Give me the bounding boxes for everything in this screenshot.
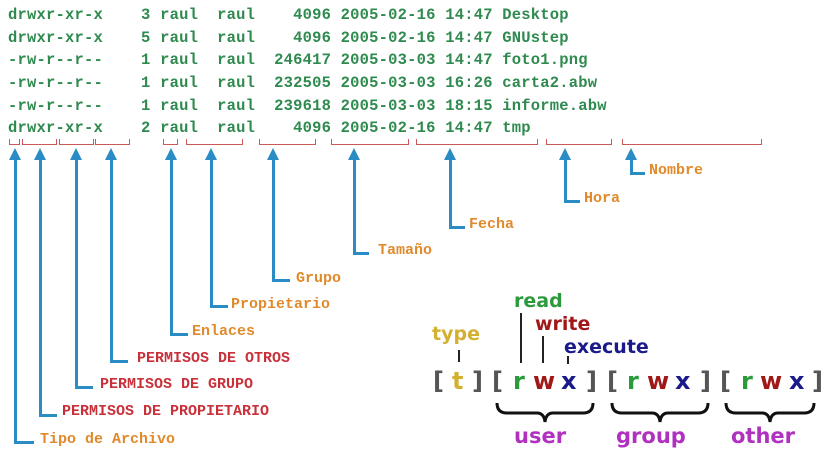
scope-group: group bbox=[616, 424, 686, 448]
arrow-up-icon bbox=[70, 148, 82, 160]
label-enlaces: Enlaces bbox=[192, 323, 256, 340]
label-permisos-propietario: PERMISOS DE PROPIETARIO bbox=[62, 403, 270, 420]
bracket-open: [ bbox=[492, 367, 503, 395]
read-char: r bbox=[513, 367, 525, 395]
type-char: t bbox=[452, 367, 464, 395]
scope-other: other bbox=[731, 424, 796, 448]
arrow-up-icon bbox=[205, 148, 217, 160]
arrow-elbow bbox=[272, 279, 290, 282]
listing-row: -rw-r--r-- 1 raul raul 239618 2005-03-03… bbox=[8, 97, 607, 115]
arrow-elbow bbox=[75, 386, 93, 389]
arrow-elbow bbox=[39, 414, 57, 417]
legend-type: type bbox=[432, 323, 480, 345]
arrow-line bbox=[39, 158, 42, 417]
arrow-elbow bbox=[564, 200, 580, 203]
bracket-open: [ bbox=[720, 367, 731, 395]
bracket-date bbox=[416, 139, 538, 145]
arrow-up-icon bbox=[9, 148, 21, 160]
arrow-elbow bbox=[110, 360, 128, 363]
execute-char: x bbox=[561, 367, 577, 395]
read-char: r bbox=[741, 367, 753, 395]
arrow-line bbox=[210, 158, 213, 308]
bracket-other-perms bbox=[95, 139, 130, 145]
legend-read: read bbox=[514, 290, 563, 312]
bracket-close: ] bbox=[472, 367, 483, 395]
arrow-elbow bbox=[170, 333, 188, 336]
legend-execute: execute bbox=[564, 336, 649, 358]
tick-line bbox=[542, 336, 544, 363]
write-char: w bbox=[760, 367, 783, 395]
bracket-open: [ bbox=[607, 367, 618, 395]
arrow-line bbox=[75, 158, 78, 389]
arrow-elbow bbox=[14, 441, 34, 444]
listing-row: -rw-r--r-- 1 raul raul 246417 2005-03-03… bbox=[8, 51, 588, 69]
listing-row: drwxr-xr-x 2 raul raul 4096 2005-02-16 1… bbox=[8, 119, 531, 137]
listing-row: drwxr-xr-x 3 raul raul 4096 2005-02-16 1… bbox=[8, 6, 569, 24]
label-grupo: Grupo bbox=[296, 270, 342, 287]
listing-row: drwxr-xr-x 5 raul raul 4096 2005-02-16 1… bbox=[8, 29, 569, 47]
bracket-close: ] bbox=[812, 367, 823, 395]
arrow-line bbox=[14, 158, 17, 444]
bracket-name bbox=[622, 139, 762, 145]
arrow-elbow bbox=[449, 226, 465, 229]
label-propietario: Propietario bbox=[231, 296, 331, 313]
arrow-up-icon bbox=[165, 148, 177, 160]
legend-write: write bbox=[535, 313, 591, 335]
arrow-elbow bbox=[210, 305, 228, 308]
listing-row: -rw-r--r-- 1 raul raul 232505 2005-03-03… bbox=[8, 74, 598, 92]
arrow-line bbox=[353, 158, 356, 255]
bracket-type bbox=[9, 139, 20, 145]
tick-line bbox=[567, 356, 569, 364]
tick-line bbox=[520, 313, 522, 363]
arrow-line bbox=[630, 158, 633, 175]
bracket-size bbox=[331, 139, 409, 145]
bracket-owner bbox=[186, 139, 243, 145]
execute-char: x bbox=[789, 367, 805, 395]
bracket-links bbox=[163, 139, 178, 145]
label-permisos-grupo: PERMISOS DE GRUPO bbox=[100, 376, 254, 393]
arrow-line bbox=[449, 158, 452, 229]
arrow-up-icon bbox=[625, 148, 637, 160]
bracket-group-perms bbox=[59, 139, 94, 145]
tick-line bbox=[458, 350, 460, 362]
label-nombre: Nombre bbox=[649, 162, 704, 179]
arrow-elbow bbox=[353, 252, 369, 255]
read-char: r bbox=[627, 367, 639, 395]
write-char: w bbox=[533, 367, 556, 395]
label-permisos-otros: PERMISOS DE OTROS bbox=[137, 350, 291, 367]
arrow-up-icon bbox=[105, 148, 117, 160]
arrow-up-icon bbox=[34, 148, 46, 160]
label-tipo-archivo: Tipo de Archivo bbox=[40, 431, 176, 448]
bracket-group bbox=[259, 139, 316, 145]
bracket-time bbox=[546, 139, 612, 145]
label-fecha: Fecha bbox=[469, 216, 515, 233]
bracket-close: ] bbox=[700, 367, 711, 395]
arrow-line bbox=[272, 158, 275, 282]
bracket-owner-perms bbox=[22, 139, 57, 145]
label-tamano: Tamaño bbox=[378, 242, 433, 259]
arrow-up-icon bbox=[348, 148, 360, 160]
arrow-up-icon bbox=[444, 148, 456, 160]
arrow-up-icon bbox=[267, 148, 279, 160]
arrow-line bbox=[110, 158, 113, 363]
arrow-up-icon bbox=[559, 148, 571, 160]
scope-user: user bbox=[514, 424, 567, 448]
arrow-elbow bbox=[630, 172, 645, 175]
write-char: w bbox=[647, 367, 670, 395]
arrow-line bbox=[170, 158, 173, 336]
label-hora: Hora bbox=[584, 190, 621, 207]
execute-char: x bbox=[675, 367, 691, 395]
bracket-open: [ bbox=[433, 367, 444, 395]
bracket-close: ] bbox=[586, 367, 597, 395]
arrow-line bbox=[564, 158, 567, 203]
